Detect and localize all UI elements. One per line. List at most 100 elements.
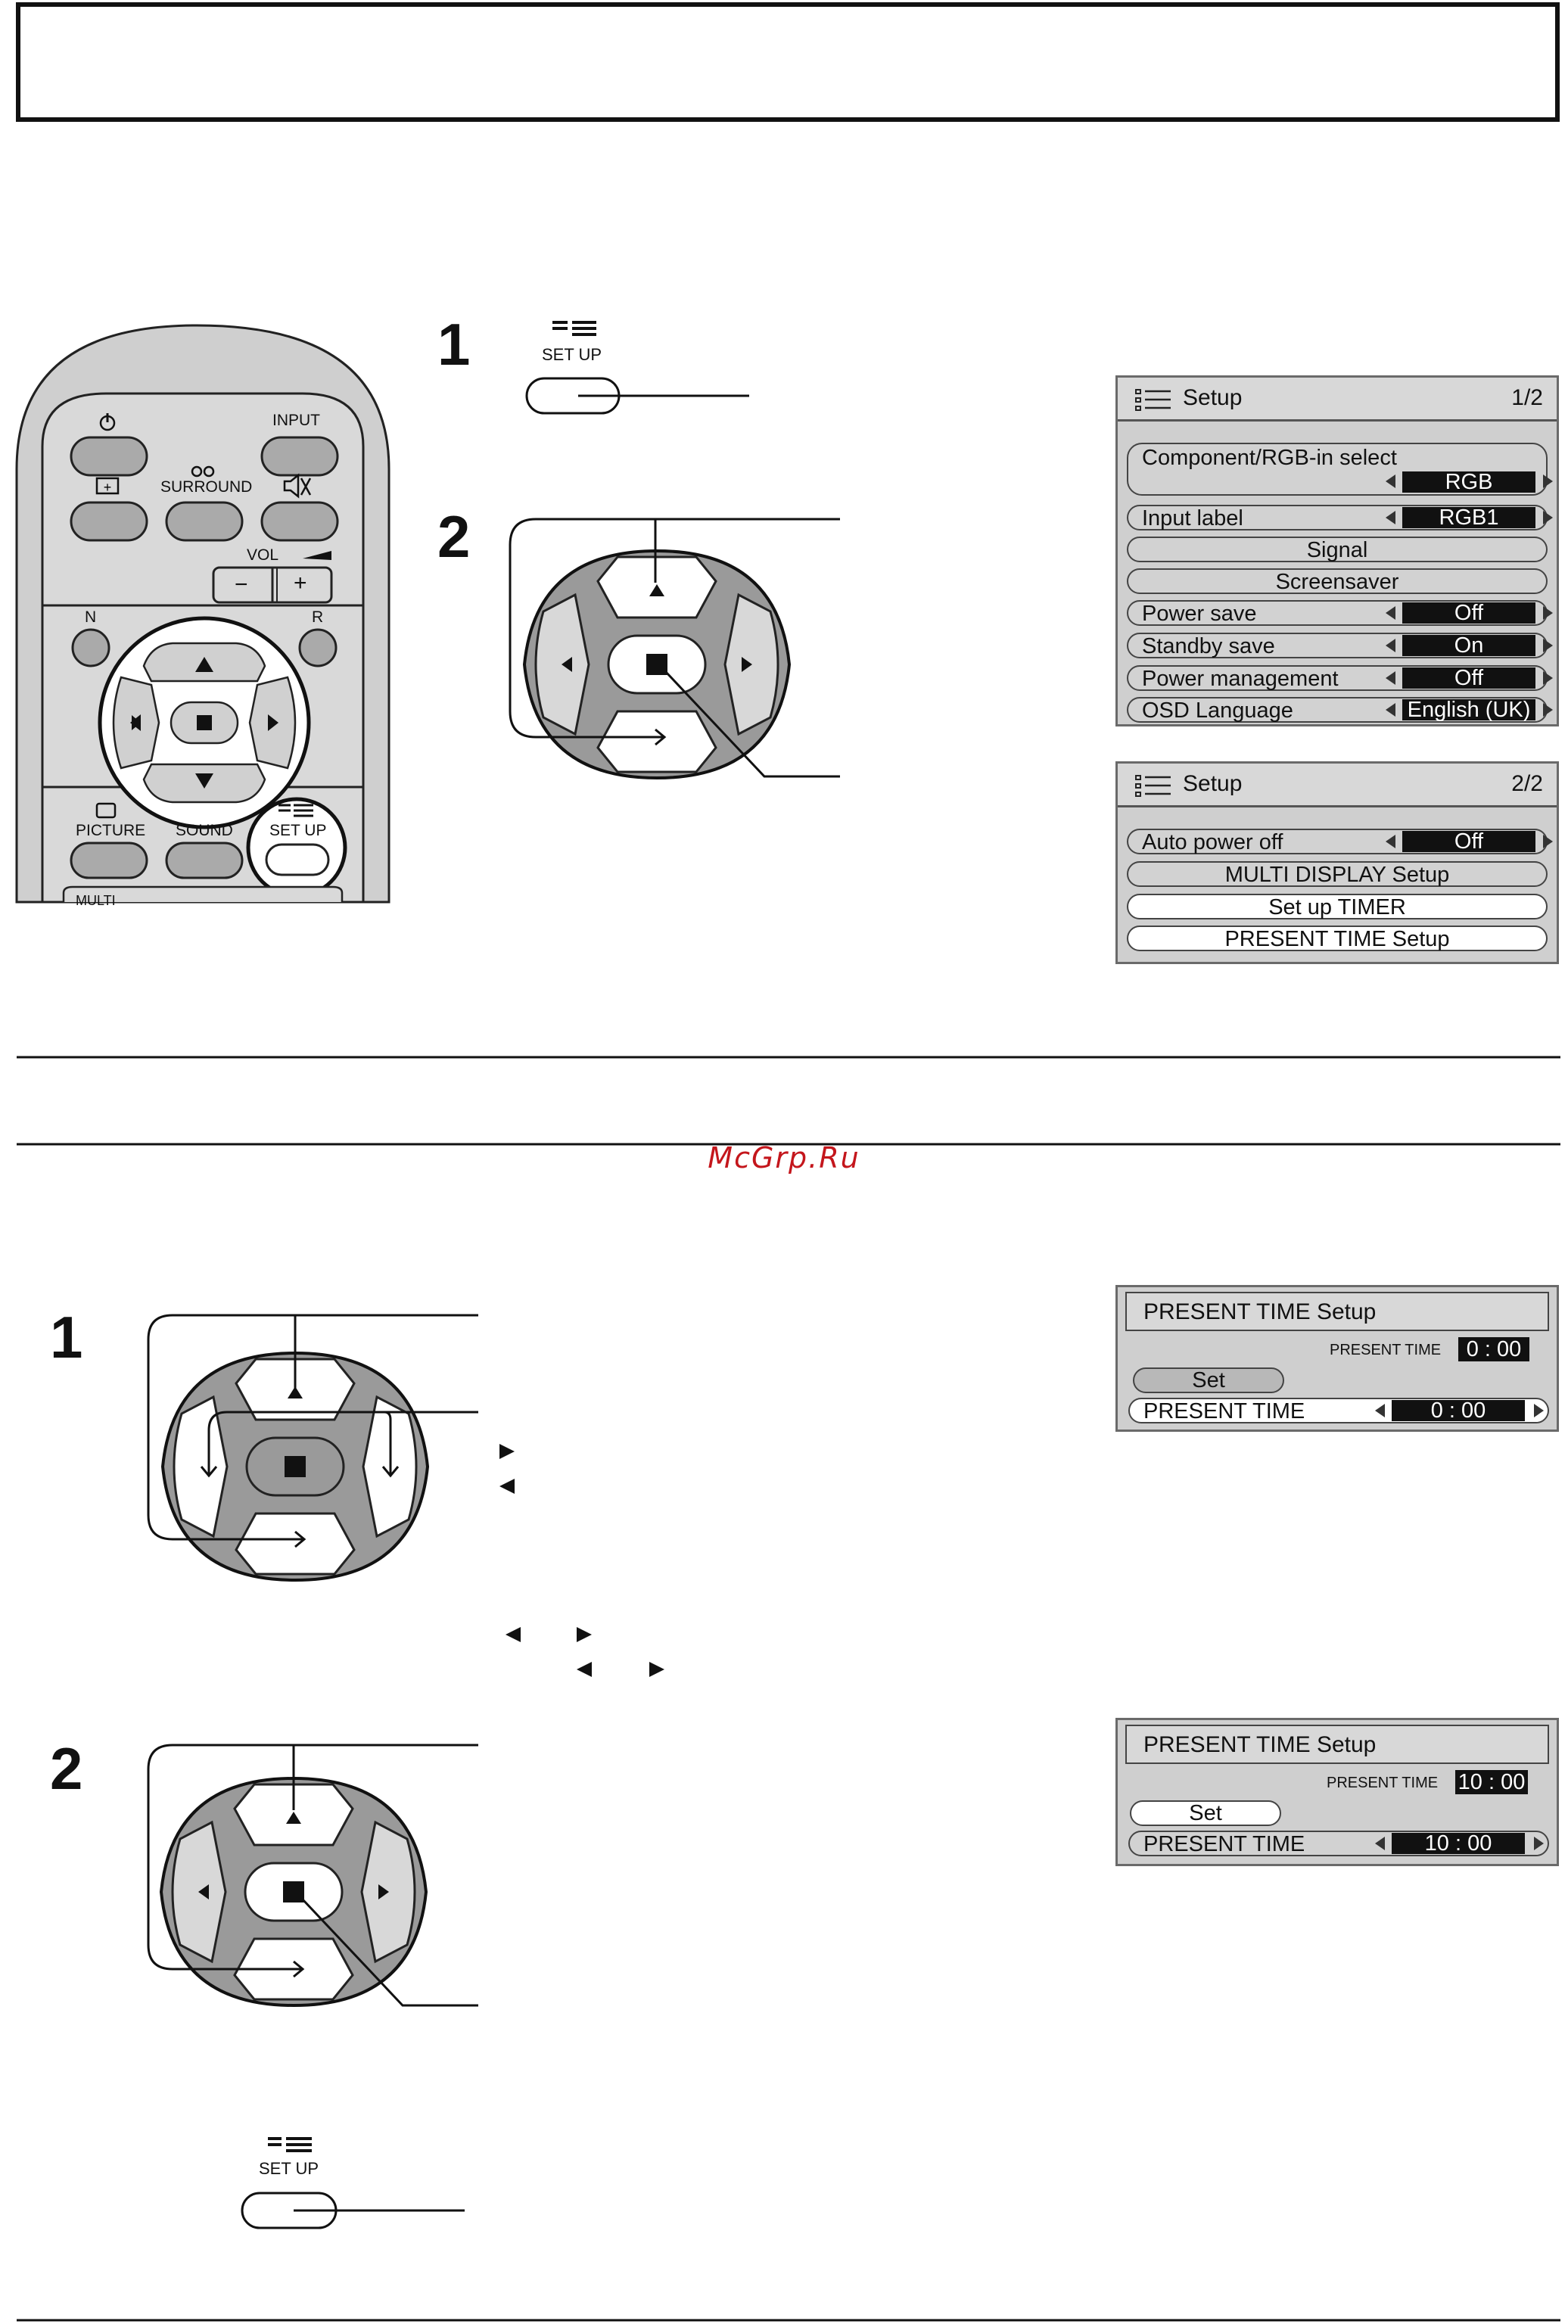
pt-menu-1-title: PRESENT TIME Setup <box>1143 1299 1377 1324</box>
step-number-bottom-1: 1 <box>50 1304 83 1370</box>
present-time-setup-row[interactable]: PRESENT TIME Setup <box>1127 926 1548 951</box>
remote-plus-label: + <box>294 571 307 596</box>
standby-save-row[interactable]: Standby save On <box>1127 633 1553 658</box>
remote-minus-label: − <box>235 572 248 597</box>
right-arrow-icon <box>1543 606 1553 620</box>
input-label-value: RGB1 <box>1402 507 1535 529</box>
left-arrow-icon <box>1375 1404 1385 1417</box>
right-arrow-icon <box>1534 1837 1544 1850</box>
input-label-row[interactable]: Input label RGB1 <box>1127 505 1553 530</box>
signal-row[interactable]: Signal <box>1127 537 1548 562</box>
pt-menu-1-clock-value: 0 : 00 <box>1458 1337 1529 1361</box>
power-management-value: Off <box>1402 667 1535 689</box>
power-save-row[interactable]: Power save Off <box>1127 600 1553 626</box>
osd-language-row[interactable]: OSD Language English (UK) <box>1127 697 1553 723</box>
auto-power-off-value: Off <box>1402 831 1535 853</box>
pt-menu-2-time-value: 10 : 00 <box>1392 1833 1525 1855</box>
component-rgb-value: RGB <box>1402 471 1535 493</box>
pt-menu-1-time-value: 0 : 00 <box>1392 1400 1525 1422</box>
remote-surround-label: SURROUND <box>160 478 253 496</box>
pt-menu-1-set-label: Set <box>1192 1368 1225 1392</box>
pt-menu-1-time-label: PRESENT TIME <box>1143 1399 1305 1423</box>
setup-label-bottom: SET UP <box>259 2159 319 2178</box>
setup-menu-1-page: 1/2 <box>1511 385 1543 410</box>
remote-picture-label: PICTURE <box>76 822 146 839</box>
right-arrow-icon <box>1543 835 1553 848</box>
left-arrow-icon <box>1386 835 1395 848</box>
power-save-label: Power save <box>1142 602 1257 626</box>
multi-display-row[interactable]: MULTI DISPLAY Setup <box>1127 861 1548 887</box>
setup-timer-row[interactable]: Set up TIMER <box>1127 894 1548 919</box>
present-time-menu-1: PRESENT TIME Setup PRESENT TIME 0 : 00 S… <box>1115 1285 1559 1432</box>
remote-control: + <box>15 324 390 904</box>
pt-menu-2-set-button[interactable]: Set <box>1130 1800 1281 1826</box>
left-arrow-icon <box>1386 474 1395 488</box>
present-time-setup-label: PRESENT TIME Setup <box>1224 927 1450 951</box>
standby-save-label: Standby save <box>1142 634 1275 658</box>
input-label-label: Input label <box>1142 506 1243 530</box>
setup-menu-page-2: Setup 2/2 Auto power off Off MULTI DISPL… <box>1115 761 1559 964</box>
remote-sound-label: SOUND <box>176 822 233 839</box>
left-arrow-icon <box>1386 511 1395 524</box>
right-arrow-icon <box>1534 1404 1544 1417</box>
pt-menu-2-set-label: Set <box>1189 1801 1222 1825</box>
multi-display-label: MULTI DISPLAY Setup <box>1224 863 1450 887</box>
remote-setup-label: SET UP <box>269 822 327 839</box>
remote-input-label: INPUT <box>272 412 320 429</box>
menu-list-icon <box>1135 389 1171 411</box>
right-arrow-icon <box>1543 639 1553 652</box>
left-arrow-icon <box>1375 1837 1385 1850</box>
setup-button-icon-top <box>525 321 749 415</box>
dpad-bottom-2 <box>160 1777 428 2007</box>
power-save-value: Off <box>1402 602 1535 624</box>
right-arrow-icon <box>1543 703 1553 717</box>
setup-button-icon-bottom <box>241 2137 465 2229</box>
right-arrow-icon <box>1543 671 1553 685</box>
pt-menu-1-set-button[interactable]: Set <box>1133 1367 1284 1393</box>
setup-timer-label: Set up TIMER <box>1268 895 1406 919</box>
pt-menu-2-clock-label: PRESENT TIME <box>1327 1775 1439 1791</box>
pt-menu-2-title: PRESENT TIME Setup <box>1143 1732 1377 1757</box>
step-number-top-1: 1 <box>437 311 471 378</box>
power-management-row[interactable]: Power management Off <box>1127 665 1553 691</box>
setup-menu-1-header: Setup 1/2 <box>1118 378 1557 422</box>
setup-menu-2-page: 2/2 <box>1511 771 1543 796</box>
screensaver-label: Screensaver <box>1275 570 1399 594</box>
osd-language-label: OSD Language <box>1142 698 1293 723</box>
setup-menu-page-1: Setup 1/2 Component/RGB-in select RGB In… <box>1115 375 1559 726</box>
setup-menu-2-title: Setup <box>1183 771 1243 796</box>
auto-power-off-label: Auto power off <box>1142 830 1283 854</box>
screensaver-row[interactable]: Screensaver <box>1127 568 1548 594</box>
pt-menu-1-clock-label: PRESENT TIME <box>1330 1342 1442 1358</box>
remote-multi-label: MULTI <box>76 893 116 908</box>
component-rgb-label: Component/RGB-in select <box>1142 446 1397 470</box>
right-arrow-icon <box>1543 511 1553 524</box>
left-arrow-icon <box>1386 606 1395 620</box>
auto-power-off-row[interactable]: Auto power off Off <box>1127 829 1553 854</box>
power-management-label: Power management <box>1142 667 1339 691</box>
present-time-menu-2: PRESENT TIME Setup PRESENT TIME 10 : 00 … <box>1115 1718 1559 1866</box>
right-arrow-icon <box>1543 474 1553 488</box>
pt-menu-2-time-label: PRESENT TIME <box>1143 1832 1305 1856</box>
left-arrow-icon <box>1386 703 1395 717</box>
step-number-top-2: 2 <box>437 503 471 570</box>
component-rgb-row[interactable]: Component/RGB-in select RGB <box>1127 443 1553 496</box>
remote-r-label: R <box>312 608 324 626</box>
osd-language-value: English (UK) <box>1402 699 1535 721</box>
step-number-bottom-2: 2 <box>50 1735 83 1802</box>
pt-menu-1-time-row[interactable]: PRESENT TIME 0 : 00 <box>1128 1398 1549 1423</box>
menu-list-icon <box>1135 775 1171 797</box>
pt-menu-2-time-row[interactable]: PRESENT TIME 10 : 00 <box>1128 1831 1549 1856</box>
pt-menu-1-header: PRESENT TIME Setup <box>1125 1292 1549 1331</box>
setup-menu-2-header: Setup 2/2 <box>1118 764 1557 807</box>
pt-menu-2-clock-value: 10 : 00 <box>1455 1770 1528 1794</box>
left-arrow-icon <box>1386 639 1395 652</box>
standby-save-value: On <box>1402 635 1535 657</box>
remote-vol-label: VOL <box>247 546 279 564</box>
setup-label-top: SET UP <box>542 345 602 364</box>
svg-text:+: + <box>104 480 112 495</box>
watermark: McGrp.Ru <box>708 1141 860 1174</box>
pt-menu-2-header: PRESENT TIME Setup <box>1125 1725 1549 1764</box>
signal-label: Signal <box>1306 538 1368 562</box>
